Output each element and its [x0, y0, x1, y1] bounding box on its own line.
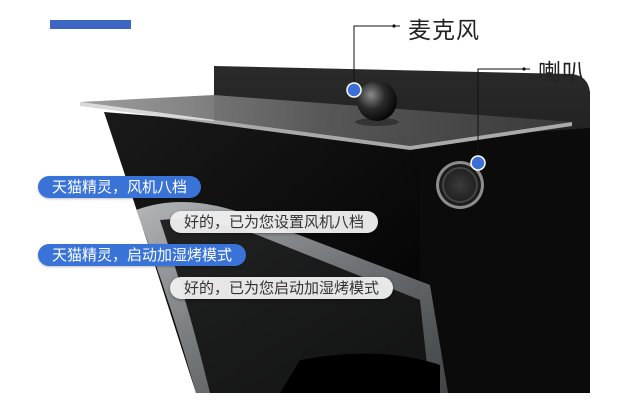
mic-callout-dot: [346, 82, 362, 98]
assistant-reply-bubble: 好的，已为您设置风机八档: [170, 211, 379, 233]
speaker-leader-line: [477, 68, 530, 163]
assistant-reply-bubble: 好的，已为您启动加湿烤模式: [170, 277, 394, 299]
speaker-label: 喇叭: [538, 60, 586, 86]
microphone-label: 麦克风: [408, 18, 480, 44]
user-command-bubble: 天猫精灵，风机八档: [38, 176, 202, 198]
microphone-sphere-icon: [355, 81, 399, 126]
mic-leader-line: [353, 25, 400, 89]
accent-bar: [50, 20, 131, 29]
speaker-callout-dot: [470, 155, 486, 171]
user-command-bubble: 天猫精灵，启动加湿烤模式: [38, 244, 247, 266]
top-glass-shelf: [80, 95, 572, 146]
speaker-grille-icon: [436, 161, 484, 209]
